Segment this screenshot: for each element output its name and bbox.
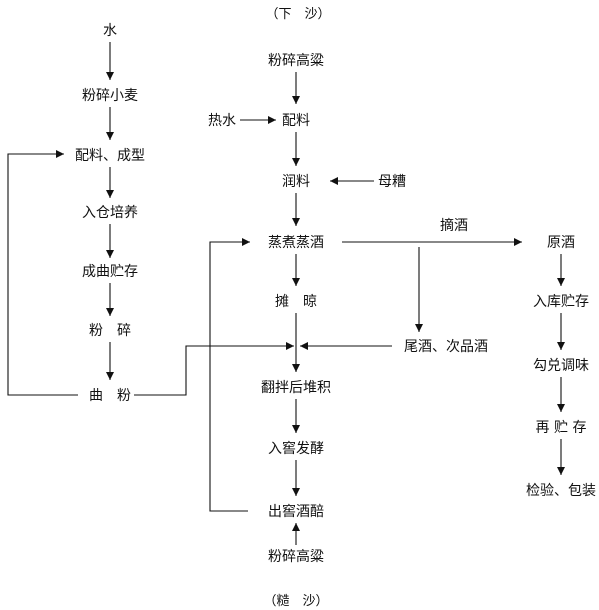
header-label: （下 沙） xyxy=(265,7,330,22)
node-hot-water: 热水 xyxy=(208,113,236,129)
arrow-qu-powder-loop-to-mix-shape xyxy=(7,150,78,396)
arrow-out-cellar-loop-to-steam xyxy=(209,238,250,512)
node-restore: 再 贮 存 xyxy=(536,420,587,436)
node-store-warehouse: 入库贮存 xyxy=(533,294,589,310)
label-pick-wine: 摘酒 xyxy=(440,217,468,234)
node-crush-wheat: 粉碎小麦 xyxy=(82,88,138,104)
node-out-cellar: 出窖酒醅 xyxy=(268,503,324,520)
node-crush: 粉 碎 xyxy=(89,323,131,339)
node-qu-powder: 曲 粉 xyxy=(89,388,131,404)
node-ferment: 入窖发酵 xyxy=(268,440,324,457)
node-mix: 配料 xyxy=(282,113,310,129)
node-store-qu: 成曲贮存 xyxy=(82,264,138,280)
arrow-qu-powder-to-main xyxy=(134,342,294,396)
node-spread: 摊 晾 xyxy=(275,294,317,310)
node-inspect-pack: 检验、包装 xyxy=(526,483,596,499)
node-tail-wine: 尾酒、次品酒 xyxy=(404,339,488,355)
node-turn-pile: 翻拌后堆积 xyxy=(261,380,331,396)
node-incubate: 入仓培养 xyxy=(82,205,138,221)
node-mix-shape: 配料、成型 xyxy=(75,148,145,164)
node-mother-grains: 母糟 xyxy=(378,174,406,190)
node-blend: 勾兑调味 xyxy=(533,358,589,374)
footer-label: （糙 沙） xyxy=(263,594,328,609)
node-crush-sorghum-top: 粉碎高粱 xyxy=(268,52,324,69)
node-moisten: 润料 xyxy=(282,174,310,190)
node-raw-wine: 原酒 xyxy=(547,235,575,251)
node-water: 水 xyxy=(103,23,117,39)
node-steam: 蒸煮蒸酒 xyxy=(268,235,324,251)
node-crush-sorghum-bottom: 粉碎高粱 xyxy=(268,548,324,565)
